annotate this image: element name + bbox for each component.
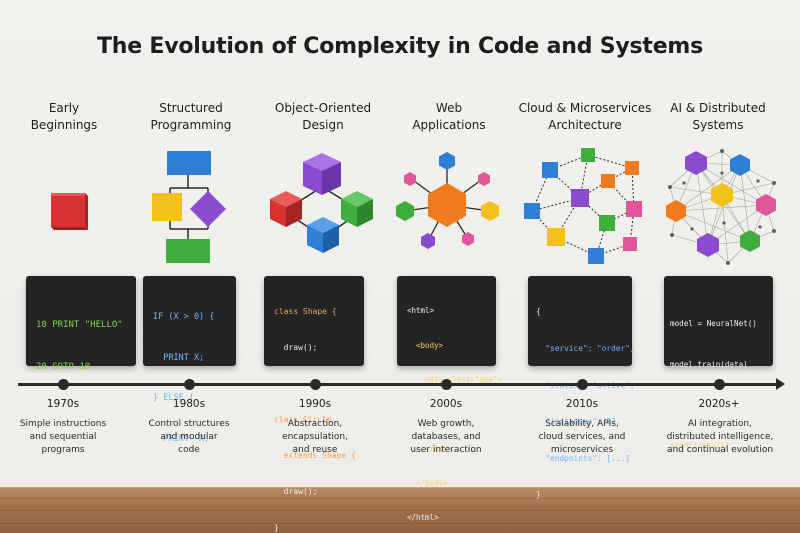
timeline-axis — [18, 383, 780, 386]
flowchart-icon — [152, 151, 226, 263]
year-label-2010s: 2010s — [565, 398, 599, 410]
code-line: class Shape { — [274, 307, 337, 316]
code-line: } ELSE { — [153, 393, 194, 403]
code-line: </body> — [407, 478, 448, 488]
code-line: draw(); — [274, 343, 318, 352]
description-2020s: AI integration,distributed intelligence,… — [666, 419, 774, 455]
year-label-1970s: 1970s — [46, 398, 80, 410]
code-line: <html> — [407, 306, 435, 315]
code-card-2010s: { "service": "order", "status": "active"… — [528, 276, 635, 499]
code-card-1980s: IF (X > 0) { PRINT X; } ELSE { PRINT -X;… — [143, 276, 236, 484]
code-card-2000s: <html> <body> <div class="app"> <h1>Hell… — [397, 276, 502, 522]
timeline-marker-1970s — [58, 379, 69, 390]
year-label-2000s: 2000s — [429, 398, 463, 410]
object-hierarchy-icon — [270, 153, 373, 253]
code-line: model = NeuralNet() — [670, 319, 757, 328]
code-line: extends Shape { — [274, 451, 356, 460]
code-line: PRINT -X; — [153, 433, 210, 444]
year-label-2020s: 2020s+ — [698, 398, 740, 410]
microservice-network-icon — [524, 148, 642, 264]
code-line: "endpoints": [...] — [536, 453, 630, 463]
code-line: result = model.predict(x) — [670, 400, 785, 409]
code-card-1990s: class Shape { draw(); } class Circle ext… — [264, 276, 364, 532]
code-line: <body> — [407, 340, 444, 350]
code-card-1970s: 10 PRINT "HELLO" 20 GOTO 10 — [26, 276, 136, 372]
year-label-1990s: 1990s — [298, 398, 332, 410]
wall-background — [0, 0, 800, 487]
year-label-1980s: 1980s — [172, 398, 206, 410]
wooden-shelf — [0, 487, 800, 533]
code-line: </div> — [407, 444, 453, 453]
code-line: PRINT X; — [153, 352, 205, 363]
code-line: model.train(data) — [670, 359, 748, 369]
code-line: { — [536, 307, 541, 317]
red-block-icon — [51, 193, 88, 230]
code-line: } — [153, 474, 159, 484]
code-line: </html> — [407, 513, 439, 522]
ai-mesh-icon — [666, 149, 776, 265]
code-line: } — [274, 523, 279, 532]
timeline-marker-1980s — [184, 379, 195, 390]
code-line: 10 PRINT "HELLO" — [36, 320, 123, 330]
timeline-marker-1990s — [310, 379, 321, 390]
code-line: IF (X > 0) { — [153, 312, 215, 322]
web-hub-icon — [396, 152, 499, 249]
timeline-arrowhead — [776, 378, 785, 390]
timeline-marker-2010s — [577, 379, 588, 390]
code-card-2020s: model = NeuralNet() model.train(data) re… — [664, 276, 784, 450]
page-title: The Evolution of Complexity in Code and … — [96, 34, 704, 59]
timeline-marker-2020s — [714, 379, 725, 390]
code-line: 20 GOTO 10 — [36, 362, 91, 372]
code-line: "service": "order", — [536, 344, 635, 354]
timeline-marker-2000s — [441, 379, 452, 390]
code-line: } — [536, 490, 541, 500]
code-line: "instances": 12, — [536, 417, 621, 427]
code-line: <h1>Hello</h1> — [407, 409, 498, 419]
code-line: draw(); — [274, 487, 318, 496]
description-1990s: Abstraction,encapsulation,and reuse — [282, 419, 348, 455]
code-line: <div class="app"> — [407, 375, 502, 384]
code-line: class Circle — [274, 415, 332, 424]
code-line: print(result) — [670, 440, 730, 450]
